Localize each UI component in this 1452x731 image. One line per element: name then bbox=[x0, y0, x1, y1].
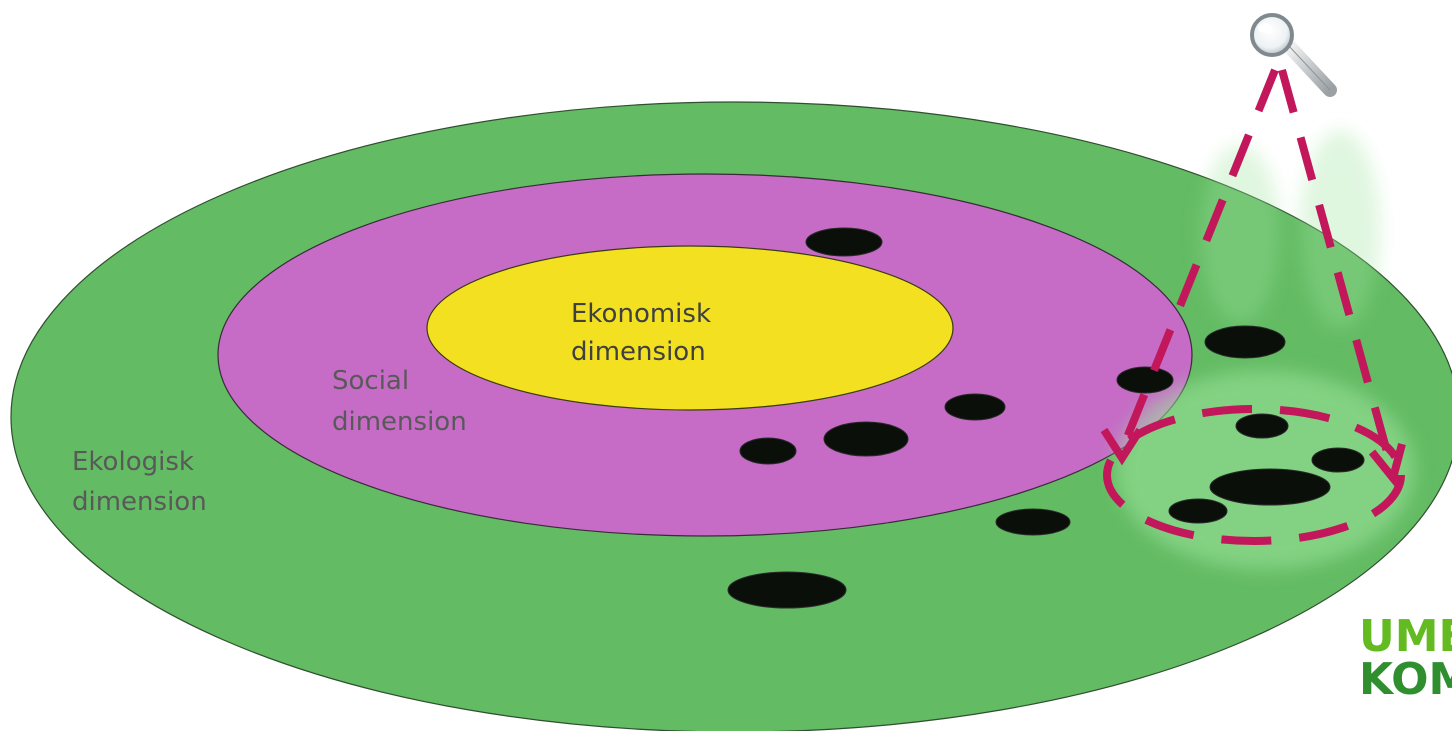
blob bbox=[727, 571, 847, 609]
logo-line2: KOM bbox=[1359, 654, 1452, 705]
blob bbox=[823, 421, 909, 457]
zoom-dashed-ellipse bbox=[1103, 405, 1405, 545]
blob bbox=[1311, 447, 1365, 473]
blob bbox=[739, 437, 797, 465]
blob bbox=[1116, 366, 1174, 394]
blob bbox=[995, 508, 1071, 536]
economic-label: Ekonomisk dimension bbox=[571, 299, 719, 367]
blob bbox=[1204, 325, 1286, 359]
blob bbox=[944, 393, 1006, 421]
blob bbox=[805, 227, 883, 257]
blob bbox=[1209, 468, 1331, 506]
blobs bbox=[727, 227, 1365, 609]
logo-line1: UME bbox=[1359, 611, 1452, 662]
zoom-indicator bbox=[1103, 68, 1405, 545]
social-label-line1: Social bbox=[332, 366, 409, 396]
ecological-label: Ekologisk dimension bbox=[72, 447, 207, 517]
economic-label-line1: Ekonomisk bbox=[571, 299, 711, 329]
right-arrow-head bbox=[1368, 442, 1406, 487]
social-label: Social dimension bbox=[332, 366, 467, 437]
blob bbox=[1235, 413, 1289, 439]
blob bbox=[1168, 498, 1228, 524]
economic-dimension-ellipse bbox=[426, 245, 954, 411]
social-label-line2: dimension bbox=[332, 407, 467, 437]
left-arrow-head bbox=[1100, 427, 1144, 466]
magnifier-icon bbox=[1250, 13, 1337, 97]
logo: UME KOM bbox=[1359, 611, 1452, 705]
ecological-label-line1: Ekologisk bbox=[72, 447, 194, 477]
economic-label-line2: dimension bbox=[571, 337, 706, 367]
ecological-label-line2: dimension bbox=[72, 487, 207, 517]
